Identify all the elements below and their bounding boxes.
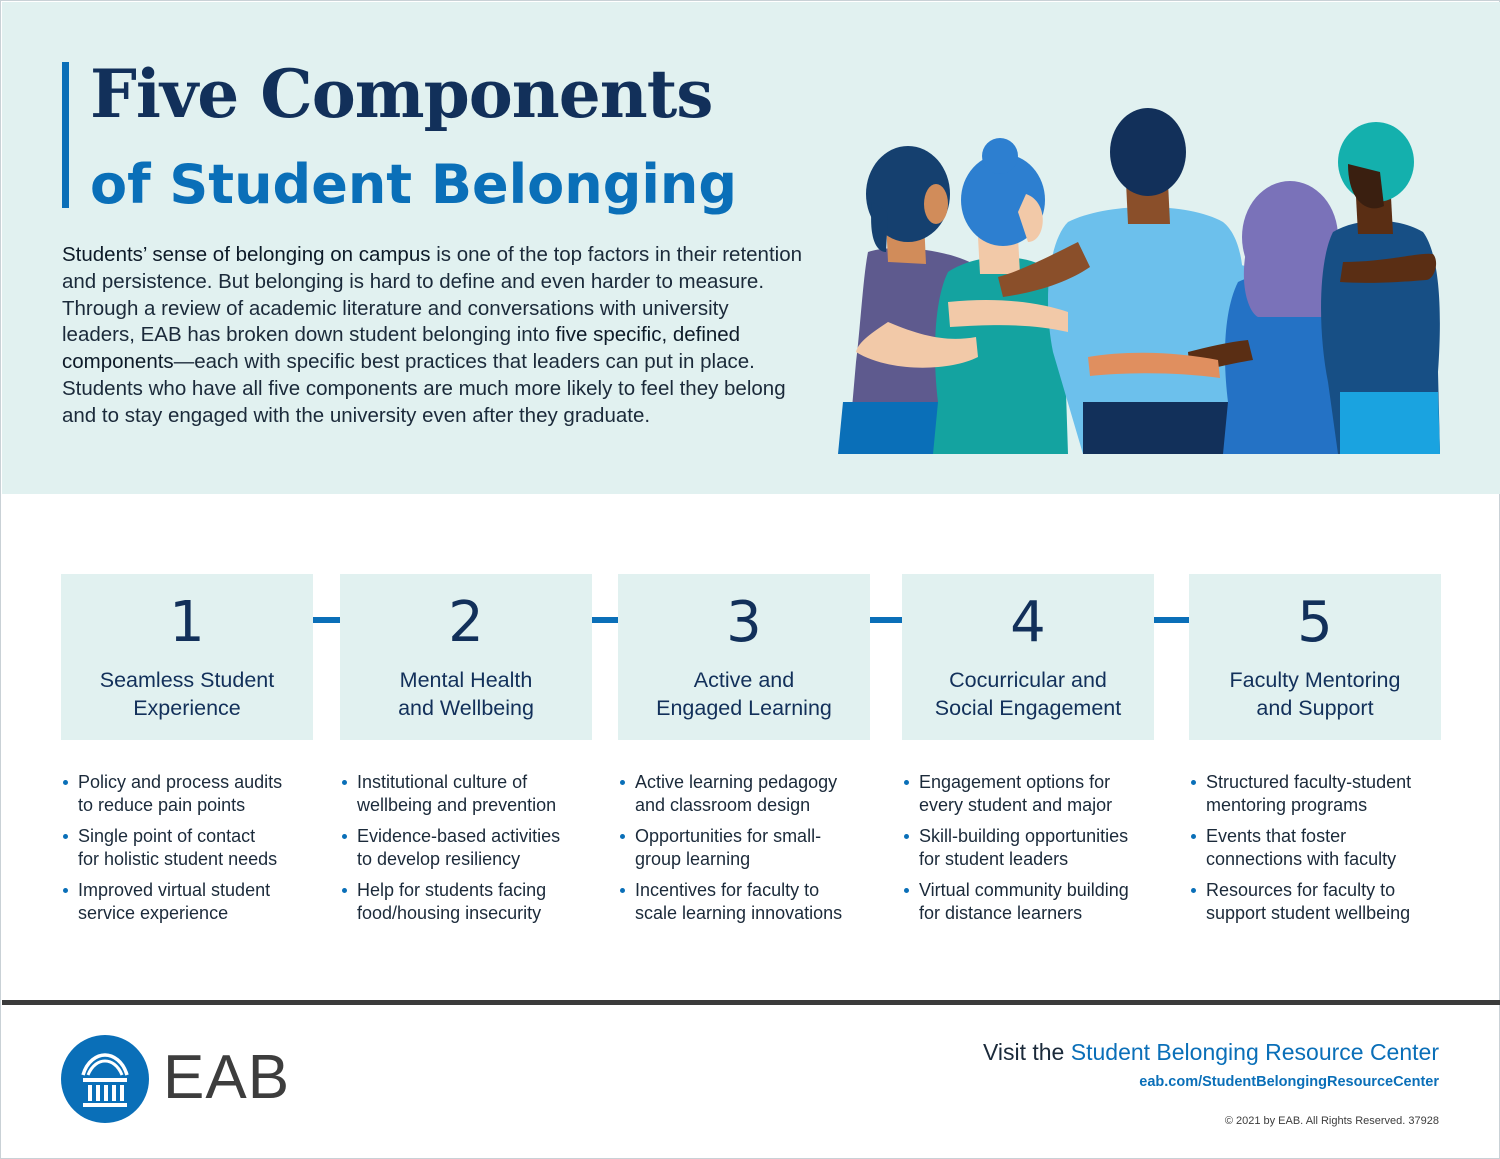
footer-divider xyxy=(2,1000,1500,1005)
title-accent-bar xyxy=(62,62,69,208)
component-number: 3 xyxy=(712,588,776,658)
list-item: Opportunities for small-group learning xyxy=(618,825,888,871)
page-title: Five Components xyxy=(90,55,713,133)
resource-center-link[interactable]: Student Belonging Resource Center xyxy=(1070,1039,1439,1065)
component-number: 1 xyxy=(155,588,219,658)
component-number: 5 xyxy=(1283,588,1347,658)
resource-center-url[interactable]: eab.com/StudentBelongingResourceCenter xyxy=(1139,1074,1439,1090)
intro-highlight: five specific, defined components xyxy=(62,323,741,374)
intro-lead: Students’ sense of belonging on campus xyxy=(62,243,431,266)
intro-text-2: —each with specific best practices that … xyxy=(62,350,786,427)
students-group-illustration xyxy=(838,108,1440,454)
hero-section: Five Components of Student Belonging Stu… xyxy=(2,2,1500,494)
intro-text-1: is one of the top factors in their reten… xyxy=(62,243,802,347)
eab-logo-text: EAB xyxy=(163,1043,291,1112)
resource-center-callout: Visit the Student Belonging Resource Cen… xyxy=(982,1039,1439,1065)
page-subtitle: of Student Belonging xyxy=(90,153,737,216)
component-number: 4 xyxy=(996,588,1060,658)
component-number: 2 xyxy=(434,588,498,658)
intro-paragraph: Students’ sense of belonging on campus i… xyxy=(62,242,802,430)
copyright-notice: © 2021 by EAB. All Rights Reserved. 3792… xyxy=(1224,1115,1439,1127)
building-columns-icon xyxy=(61,1035,149,1123)
